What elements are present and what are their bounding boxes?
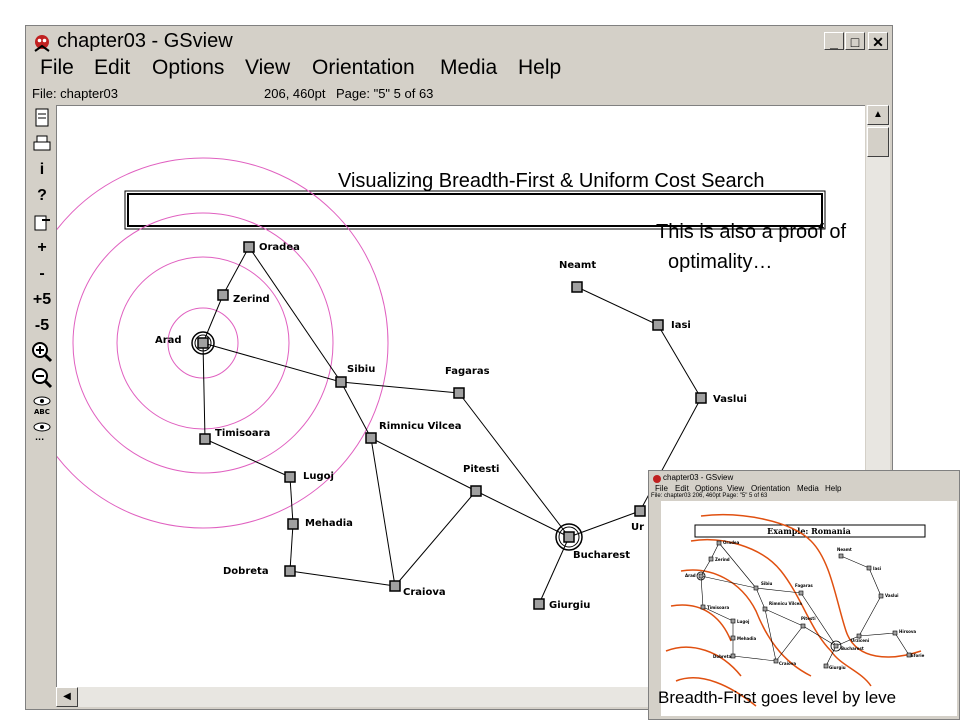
inset-menu-file: File	[655, 484, 668, 493]
city-label: Oradea	[259, 242, 300, 253]
menu-media[interactable]: Media	[440, 56, 498, 79]
city-label: Sibiu	[347, 364, 375, 375]
city-label: Dobreta	[223, 566, 269, 577]
inset-city-label: Arad	[685, 573, 696, 578]
help-button[interactable]: ?	[37, 187, 47, 204]
inset-contours	[665, 513, 922, 707]
next-page-button[interactable]: +	[37, 239, 47, 256]
inset-app-icon	[653, 475, 661, 483]
title-bar[interactable]: chapter03 - GSview _ □ ✕	[28, 28, 890, 56]
city-label: Giurgiu	[549, 600, 590, 611]
inset-status: File: chapter03 206, 460pt Page: "5" 5 o…	[651, 493, 768, 499]
forward-5-button[interactable]: +5	[32, 291, 52, 308]
svg-text:...: ...	[35, 433, 44, 442]
menu-view[interactable]: View	[245, 56, 291, 79]
heading-box-outer	[124, 190, 826, 230]
close-button[interactable]: ✕	[868, 32, 888, 50]
toolbar: i ? + - +5 -5 ABC ...	[28, 104, 54, 704]
status-bar: File: chapter03 206, 460pt Page: "5" 5 o…	[28, 84, 890, 104]
menu-bar: File Edit Options View Orientation Media…	[28, 56, 890, 84]
city-label: Craiova	[403, 587, 446, 598]
inset-screenshot: chapter03 - GSview File Edit Options Vie…	[648, 470, 960, 720]
print-icon[interactable]	[30, 132, 54, 156]
status-page: Page: "5" 5 of 63	[336, 86, 434, 101]
inset-city-label: Timisoara	[707, 605, 729, 610]
inset-city-label: Iasi	[873, 566, 882, 571]
inset-city-label: Dobreta	[713, 654, 732, 659]
city-nodes	[197, 241, 707, 610]
svg-text:ABC: ABC	[34, 408, 50, 416]
inset-city-label: Bucharest	[841, 646, 864, 651]
scroll-left-arrow[interactable]: ◀	[56, 687, 78, 707]
inset-city-label: Urziceni	[851, 638, 870, 643]
inset-menu-orientation: Orientation	[751, 484, 791, 493]
menu-help[interactable]: Help	[518, 56, 562, 79]
zoom-out-icon[interactable]	[30, 366, 54, 390]
inset-city-label: Mehadia	[737, 636, 756, 641]
inset-city-label: Hirsova	[899, 629, 916, 634]
inset-city-label: Fagaras	[795, 583, 813, 588]
prev-page-button[interactable]: -	[39, 265, 45, 282]
inset-city-label: Neamt	[837, 547, 852, 552]
inset-city-label: Lugoj	[737, 619, 750, 624]
inset-menu-view: View	[727, 484, 745, 493]
window-title: chapter03 - GSview	[57, 30, 233, 52]
inset-menu-options: Options	[695, 484, 723, 493]
inset-menu-edit: Edit	[675, 484, 689, 493]
status-file: File: chapter03	[32, 86, 118, 101]
slide-heading: Visualizing Breadth-First & Uniform Cost…	[338, 170, 765, 192]
open-file-icon[interactable]	[30, 106, 54, 130]
inset-caption: Breadth-First goes level by leve	[658, 688, 897, 707]
city-label: Bucharest	[573, 550, 630, 561]
inset-canvas: Example: Romania	[661, 501, 957, 716]
city-label: Iasi	[671, 320, 691, 331]
city-label: Arad	[155, 335, 182, 346]
inset-city-label: Craiova	[779, 661, 796, 666]
city-label: Pitesti	[463, 464, 499, 475]
city-label: Fagaras	[445, 366, 490, 377]
heading-box-inner	[127, 193, 823, 227]
inset-city-label: Eforie	[911, 653, 925, 658]
inset-city-label: Vaslui	[885, 593, 899, 598]
maximize-button[interactable]: □	[845, 32, 865, 50]
minimize-button[interactable]: _	[824, 32, 844, 50]
menu-orientation[interactable]: Orientation	[312, 56, 415, 79]
city-label: Vaslui	[713, 394, 747, 405]
inset-romania-map: Example: Romania	[665, 513, 926, 707]
romania-map: Oradea Zerind Arad Timisoara Lugoj Mehad…	[57, 157, 826, 611]
inset-city-label: Sibiu	[761, 581, 772, 586]
inset-city-label: Zerind	[715, 557, 730, 562]
find-text-icon[interactable]: ABC	[30, 392, 54, 416]
inset-title: chapter03 - GSview	[663, 473, 734, 482]
vertical-scroll-thumb[interactable]	[867, 127, 889, 157]
inset-heading: Example: Romania	[767, 526, 851, 536]
zoom-in-icon[interactable]	[30, 340, 54, 364]
find-next-icon[interactable]: ...	[30, 418, 54, 442]
inset-city-label: Oradea	[723, 540, 740, 545]
inset-city-label: Giurgiu	[829, 665, 846, 670]
gsview-app-icon	[34, 35, 50, 52]
search-frontier-circles	[57, 157, 389, 529]
menu-edit[interactable]: Edit	[94, 56, 131, 79]
city-label: Ur	[631, 522, 644, 533]
inset-city-label: Pitesti	[801, 616, 816, 621]
status-coords: 206, 460pt	[264, 86, 326, 101]
city-label: Mehadia	[305, 518, 353, 529]
inset-menu-help: Help	[825, 484, 842, 493]
city-label: Zerind	[233, 294, 270, 305]
city-label: Lugoj	[303, 471, 334, 482]
city-label: Rimnicu Vilcea	[379, 421, 462, 432]
back-5-button[interactable]: -5	[34, 317, 50, 334]
city-label: Neamt	[559, 260, 596, 271]
slide-note-line1: This is also a proof of	[656, 221, 847, 243]
info-button[interactable]: i	[39, 161, 45, 178]
menu-options[interactable]: Options	[152, 56, 225, 79]
city-label: Timisoara	[215, 428, 270, 439]
scroll-up-arrow[interactable]: ▲	[867, 105, 889, 125]
menu-file[interactable]: File	[40, 56, 74, 79]
goto-page-icon[interactable]	[30, 210, 54, 234]
inset-menu-media: Media	[797, 484, 819, 493]
inset-city-label: Rimnicu Vilcea	[769, 601, 802, 606]
slide-note-line2: optimality…	[668, 251, 773, 273]
